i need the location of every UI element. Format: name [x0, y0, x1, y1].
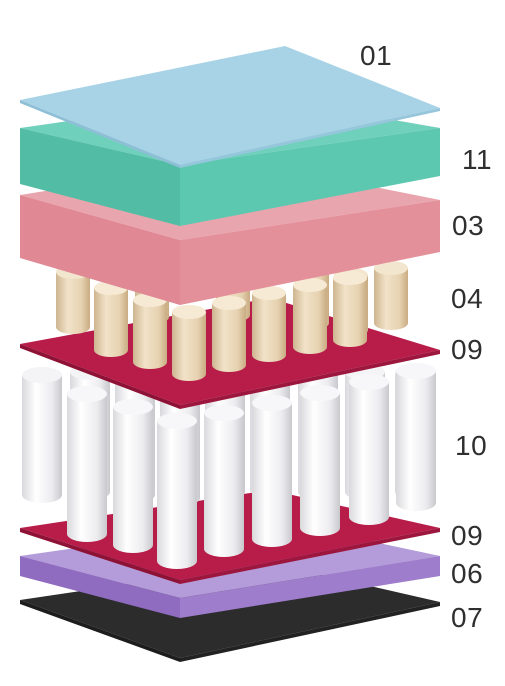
large-spring-front-5: [300, 385, 340, 536]
small-spring-front-4: [252, 286, 286, 362]
label-layer-03: 03: [452, 210, 485, 241]
small-spring-front-0: [94, 281, 128, 357]
small-spring-front-5: [293, 278, 327, 354]
label-layer-07: 07: [451, 602, 484, 633]
small-spring-front-3: [212, 296, 246, 372]
large-spring-back-0: [22, 367, 62, 503]
large-spring-front-6: [349, 374, 389, 525]
label-layer-10: 10: [455, 430, 488, 461]
large-spring-front-2: [157, 413, 197, 569]
label-layer-04: 04: [451, 283, 484, 314]
label-layer-09-lower: 09: [451, 520, 484, 551]
large-spring-front-3: [204, 405, 244, 557]
large-spring-front-7: [396, 363, 436, 511]
small-spring-front-6: [333, 271, 367, 347]
small-spring-front-1: [133, 293, 167, 369]
small-spring-front-2: [172, 305, 206, 381]
large-spring-front-0: [67, 386, 107, 542]
small-spring-back-5: [374, 261, 408, 330]
label-layer-01: 01: [360, 40, 393, 71]
layer-01: [20, 46, 440, 168]
label-layer-11: 11: [462, 144, 493, 175]
label-layer-06: 06: [451, 558, 484, 589]
large-spring-front-4: [252, 395, 292, 547]
label-layer-09-upper: 09: [451, 334, 484, 365]
large-spring-front-1: [113, 399, 153, 553]
